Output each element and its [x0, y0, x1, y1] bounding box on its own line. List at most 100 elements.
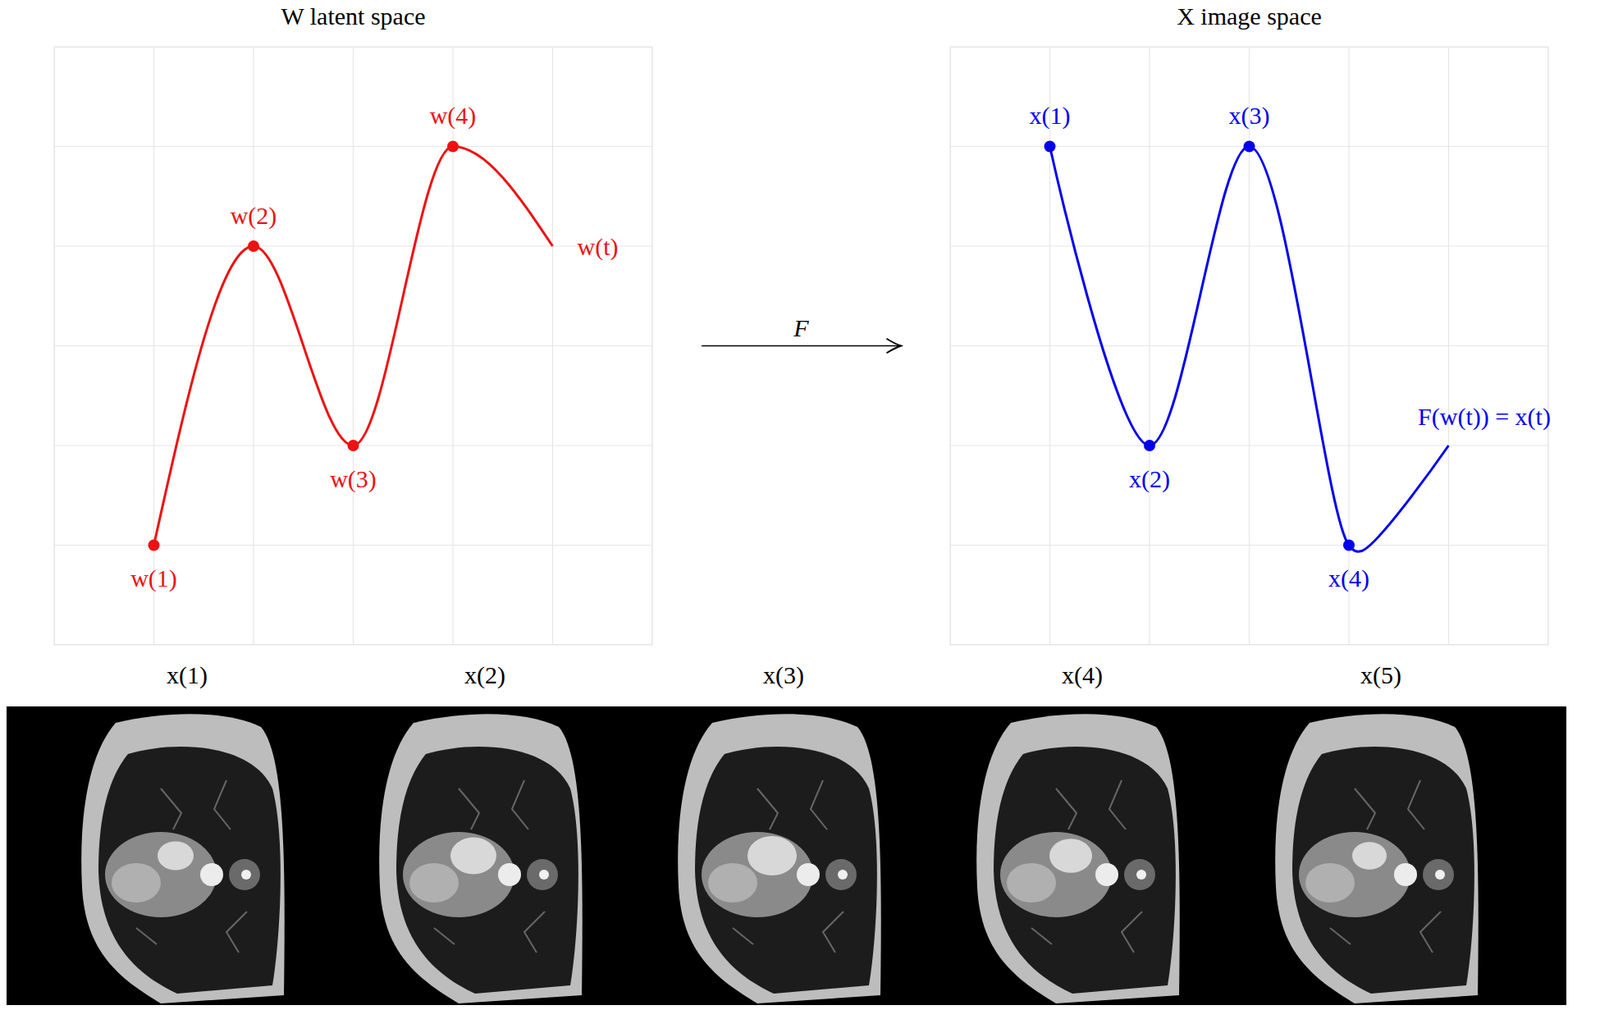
lung-vessel — [214, 780, 231, 830]
heart — [701, 832, 814, 918]
spine — [228, 859, 261, 891]
point-label: x(2) — [1129, 465, 1171, 493]
mri-frame: x(4) — [932, 706, 1232, 1006]
lung-vessel — [732, 928, 754, 945]
grid-line — [950, 444, 1549, 446]
grid-line — [552, 46, 554, 645]
heart-chamber — [708, 863, 758, 903]
thorax — [98, 746, 281, 994]
lung-vessel — [226, 911, 247, 953]
heart-chamber — [409, 863, 459, 903]
mri-image — [1231, 706, 1531, 1006]
lung-vessel — [1031, 928, 1052, 945]
latent-point — [148, 539, 160, 552]
spinal-cord — [1136, 869, 1147, 880]
thorax — [993, 746, 1176, 994]
point-label: w(2) — [230, 201, 278, 229]
lung-vessel — [1056, 788, 1077, 830]
point-label: w(4) — [429, 101, 477, 129]
grid-line — [950, 544, 1549, 546]
lung-vessel — [1420, 911, 1441, 953]
frame-heading: x(1) — [163, 661, 211, 689]
image-point — [1243, 141, 1256, 153]
grid-line — [950, 345, 1549, 347]
body-outline — [677, 713, 882, 1004]
lung-vessel — [512, 780, 529, 830]
heart-chamber — [1049, 838, 1093, 874]
grid-line — [54, 345, 653, 347]
heart-chamber — [747, 836, 797, 876]
grid — [54, 46, 653, 645]
point-label: x(4) — [1328, 564, 1370, 592]
heart — [105, 832, 217, 918]
spinal-cord — [241, 869, 252, 880]
spinal-cord — [1435, 869, 1445, 880]
aorta — [498, 863, 522, 887]
spine — [1124, 859, 1156, 891]
heart-chamber — [1352, 841, 1387, 870]
heart — [402, 832, 515, 918]
panel-title: W latent space — [277, 2, 429, 30]
point-label: x(3) — [1229, 101, 1271, 129]
mri-image — [335, 706, 635, 1006]
point-label: w(3) — [329, 465, 377, 493]
lung-vessel — [1330, 928, 1351, 945]
spine — [1422, 859, 1454, 891]
spinal-cord — [837, 869, 848, 880]
mri-image — [634, 706, 933, 1006]
spine — [825, 859, 857, 891]
spinal-cord — [539, 869, 549, 880]
latent-point — [347, 439, 360, 452]
lung-vessel — [822, 911, 844, 953]
grid-line — [1448, 46, 1450, 645]
heart-chamber — [157, 841, 194, 870]
map-label: F — [793, 314, 809, 342]
lung-vessel — [1408, 780, 1425, 830]
thorax — [396, 746, 579, 994]
mri-frame: x(3) — [634, 706, 933, 1006]
grid-line — [452, 46, 453, 645]
lung-vessel — [160, 788, 182, 830]
grid — [950, 46, 1549, 645]
lung-vessel — [810, 780, 828, 830]
image-point — [1044, 141, 1056, 153]
frame-heading: x(5) — [1357, 661, 1405, 689]
body-outline — [81, 713, 285, 1004]
aorta — [796, 863, 820, 887]
thorax — [1292, 746, 1475, 994]
point-label: x(1) — [1029, 101, 1071, 129]
body-outline — [1275, 713, 1479, 1004]
heart — [1298, 832, 1411, 918]
frame-heading: x(3) — [759, 661, 808, 689]
grid-line — [54, 544, 653, 546]
image-curve — [1050, 146, 1450, 552]
lung-vessel — [757, 788, 778, 830]
aorta — [1394, 863, 1418, 887]
heart-chamber — [450, 837, 497, 875]
heart-chamber — [1305, 863, 1355, 903]
mapping-equation: F(w(t)) = x(t) — [1417, 402, 1551, 430]
image-strip — [6, 706, 1567, 1006]
image-point — [1143, 439, 1156, 452]
lung-vessel — [434, 928, 455, 945]
lung-vessel — [458, 788, 480, 830]
heart-chamber — [1006, 863, 1056, 903]
lung-vessel — [136, 928, 157, 945]
body-outline — [379, 713, 583, 1004]
mri-frame: x(1) — [37, 706, 337, 1006]
lung-vessel — [524, 911, 545, 953]
mapping-arrow — [701, 345, 901, 348]
body-outline — [976, 713, 1180, 1004]
point-label: w(1) — [130, 564, 178, 592]
thorax — [694, 746, 878, 994]
lung-vessel — [1109, 780, 1126, 830]
lung-vessel — [1354, 788, 1376, 830]
panel-title: X image space — [1173, 2, 1326, 30]
latent-curve — [154, 146, 554, 546]
lung-vessel — [1121, 911, 1143, 953]
plot-panel: W latent space — [54, 46, 653, 645]
aorta — [200, 863, 224, 887]
image-point — [1343, 539, 1355, 552]
mri-image — [37, 706, 337, 1006]
